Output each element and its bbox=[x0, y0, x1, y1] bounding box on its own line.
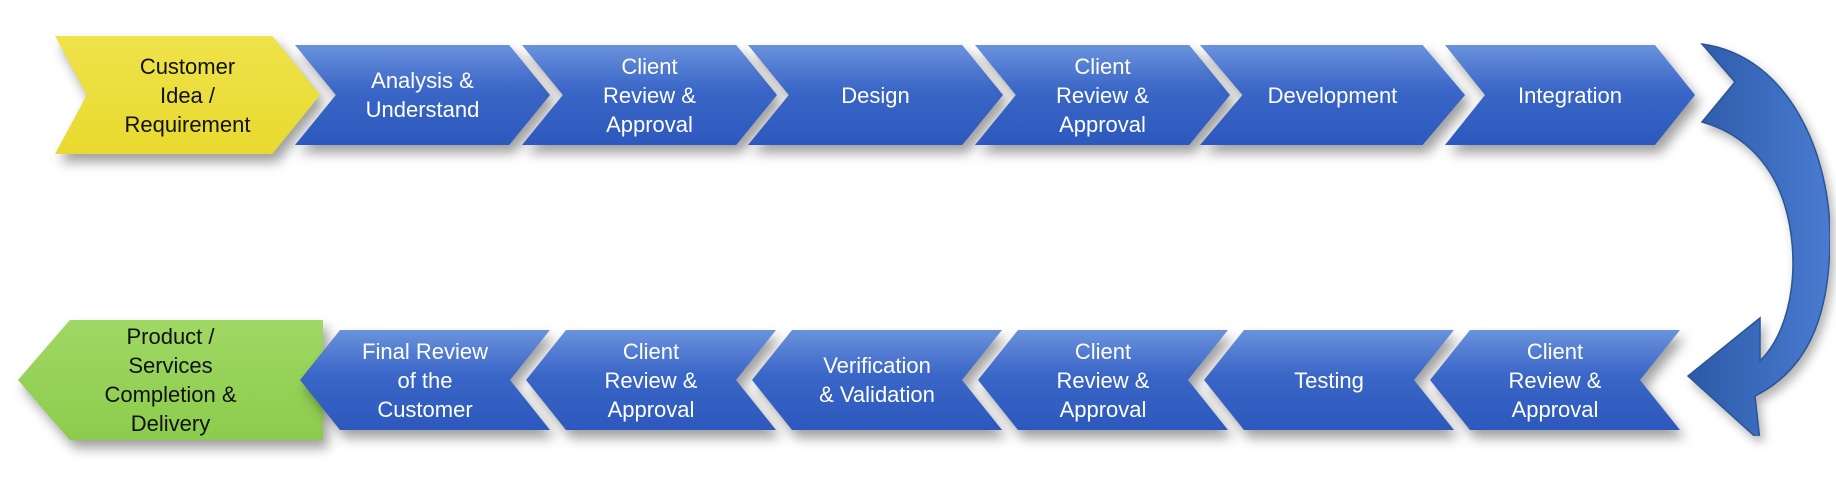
chevron-shape bbox=[752, 330, 1002, 430]
step-label: Client Review & Approval bbox=[603, 53, 696, 137]
step-client-review-4: Client Review & Approval bbox=[978, 330, 1228, 430]
step-label: Client Review & Approval bbox=[1056, 338, 1150, 422]
chevron-shape bbox=[748, 45, 1003, 145]
chevron-shape bbox=[522, 45, 777, 145]
step-label: Analysis & Understand bbox=[365, 68, 480, 122]
step-label: Final Review of the Customer bbox=[362, 338, 488, 422]
step-label: Client Review & Approval bbox=[1056, 53, 1149, 137]
step-label: Client Review & Approval bbox=[604, 338, 698, 422]
step-label: Integration bbox=[1518, 82, 1622, 108]
chevron-shape bbox=[1430, 330, 1680, 430]
step-client-review-3: Client Review & Approval bbox=[1430, 330, 1680, 430]
step-analysis: Analysis & Understand bbox=[295, 45, 550, 145]
chevron-shape bbox=[300, 330, 550, 430]
step-label: Verification & Validation bbox=[819, 353, 935, 407]
step-label: Product / Services Completion & Delivery bbox=[104, 324, 237, 436]
step-design: Design bbox=[748, 45, 1003, 145]
chevron-shape bbox=[526, 330, 776, 430]
chevron-shape bbox=[1204, 330, 1454, 430]
step-client-review-1: Client Review & Approval bbox=[522, 45, 777, 145]
step-label: Development bbox=[1267, 82, 1398, 108]
step-label: Design bbox=[841, 82, 910, 108]
step-final-review: Final Review of the Customer bbox=[300, 330, 550, 430]
chevron-shape bbox=[978, 330, 1228, 430]
step-client-review-2: Client Review & Approval bbox=[975, 45, 1230, 145]
step-testing: Testing bbox=[1204, 330, 1454, 430]
chevron-shape bbox=[1200, 45, 1465, 145]
chevron-shape bbox=[295, 45, 550, 145]
u-turn-arrow-icon bbox=[1686, 42, 1830, 436]
step-verification-validation: Verification & Validation bbox=[752, 330, 1002, 430]
step-label: Client Review & Approval bbox=[1508, 338, 1602, 422]
step-client-review-5: Client Review & Approval bbox=[526, 330, 776, 430]
step-label: Customer Idea / Requirement bbox=[124, 53, 251, 137]
chevron-shape bbox=[18, 320, 323, 440]
chevron-shape bbox=[975, 45, 1230, 145]
step-development: Development bbox=[1200, 45, 1465, 145]
step-customer-requirement: Customer Idea / Requirement bbox=[55, 36, 320, 154]
chevron-shape bbox=[55, 36, 320, 154]
step-label: Testing bbox=[1294, 367, 1364, 393]
step-completion-delivery: Product / Services Completion & Delivery bbox=[18, 320, 323, 440]
chevron-shape bbox=[1445, 45, 1695, 145]
step-integration: Integration bbox=[1445, 45, 1695, 145]
